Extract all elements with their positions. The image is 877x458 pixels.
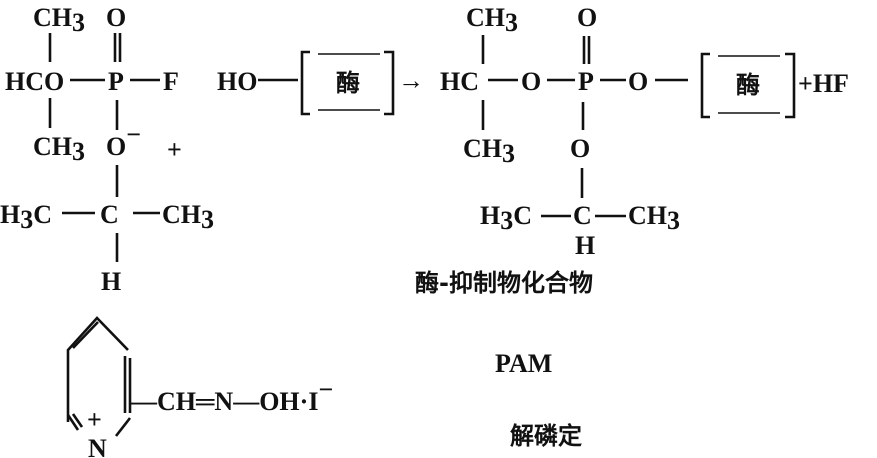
hydroxyl: HO: [217, 67, 257, 96]
ch3-right: CH3: [628, 201, 680, 235]
ch3-bottom: CH3: [463, 134, 515, 168]
hco-group: HCO: [5, 67, 64, 96]
enzyme-label: 酶: [736, 71, 760, 99]
hydrogen: H: [575, 231, 595, 260]
right-bracket: [785, 52, 796, 119]
oxime-substituent: —CH═N—OH·I−: [130, 375, 333, 416]
h3c-group: H3C: [480, 201, 532, 235]
left-bracket: [700, 52, 710, 119]
ring-double-bond: [72, 321, 99, 349]
pam-structure: + N —CH═N—OH·I− PAM 解磷定: [66, 316, 582, 458]
phosphorus: P: [108, 67, 124, 96]
right-bracket: [384, 50, 395, 116]
ring-nitrogen: N: [88, 434, 107, 458]
oxygen-2: O: [628, 67, 648, 96]
reactant-sarin: CH3 O HCO P F CH3 O− + H3C C CH3 H: [0, 3, 214, 296]
plus-sign: +: [167, 135, 182, 164]
carbon-center: C: [100, 200, 119, 229]
h3c-group: H3C: [0, 200, 52, 234]
ch3-top: CH3: [33, 3, 85, 37]
hydrogen: H: [101, 267, 121, 296]
hc-group: HC: [440, 67, 479, 96]
oxygen-1: O: [521, 67, 541, 96]
reaction-arrow: →: [398, 66, 424, 95]
enzyme-label: 酶: [336, 69, 360, 97]
product-caption: 酶-抑制物化合物: [415, 269, 593, 297]
enzyme-reactant: HO 酶 →: [217, 50, 424, 116]
pam-chinese-name: 解磷定: [510, 422, 582, 450]
ring-double-bond: [71, 413, 84, 428]
ch3-right: CH3: [162, 200, 214, 234]
o-top: O: [577, 3, 597, 32]
plus-hf: +HF: [798, 69, 849, 98]
carbon-center: C: [573, 201, 592, 230]
pam-label: PAM: [495, 349, 552, 378]
phosphorus: P: [578, 67, 594, 96]
ring-positive-charge: +: [87, 405, 102, 434]
fluorine: F: [163, 67, 179, 96]
o-bottom: O: [570, 134, 590, 163]
product-complex: CH3 O HC O P O 酶 +HF CH3 O H3C C CH3 H 酶…: [415, 3, 849, 297]
ring-bond: [66, 414, 80, 431]
ring-bond: [114, 417, 132, 437]
o-minus: O−: [106, 120, 141, 161]
o-top: O: [106, 3, 126, 32]
ch3-top: CH3: [466, 3, 518, 37]
left-bracket: [300, 50, 310, 116]
ch3-bottom: CH3: [33, 132, 85, 166]
pyridine-ring-left: [66, 316, 129, 422]
